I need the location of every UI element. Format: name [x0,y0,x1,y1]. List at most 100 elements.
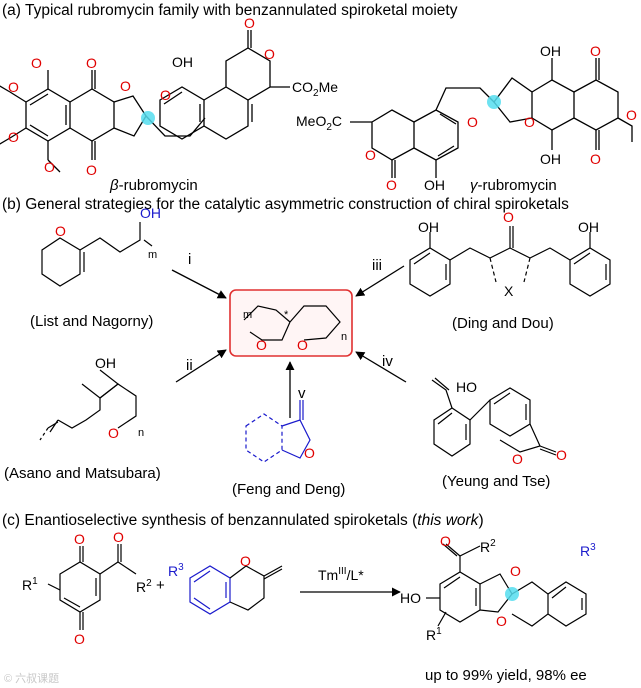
product-r1: R1 [426,626,442,643]
list-m: m [148,249,157,261]
svg-text:CO2Me: CO2Me [292,79,338,99]
svg-text:OH: OH [172,54,193,70]
quinone-o-top: O [74,531,85,547]
svg-text:O: O [590,151,601,167]
plus-sign: + [156,577,165,594]
beta-spiro-highlight [141,111,155,125]
chromene-structure [189,565,231,615]
quinone-r1: R1 [22,576,38,593]
target-o-left: O [256,337,267,353]
spiroketal-target-structure [243,305,341,341]
arrow-label-iv: iv [382,353,393,370]
product-spiro-highlight [505,587,519,601]
svg-text:OH: OH [540,151,561,167]
yeung-o-carbonyl: O [556,447,567,463]
product-o-ketone: O [440,533,451,549]
svg-text:O: O [244,15,255,31]
svg-text:OH: OH [540,43,561,59]
target-m: m [243,309,252,321]
strategy-arrows [171,265,407,418]
arrow-iv [355,351,407,383]
svg-text:O: O [160,87,171,103]
quinone-structure [47,544,137,630]
svg-text:O: O [467,114,478,130]
gamma-rubromycin-structure [350,58,633,178]
product-r2: R2 [480,538,496,555]
svg-text:O: O [86,55,97,71]
author-yeung-tse: (Yeung and Tse) [442,473,550,490]
beta-name: β-rubromycin [109,177,198,194]
ding-o: O [503,209,514,225]
ding-oh-right: OH [578,219,599,235]
arrow-ii [175,349,227,383]
author-feng-deng: (Feng and Deng) [232,481,345,498]
section-c-title-italic: this work [417,512,479,529]
asano-structure [39,369,137,441]
quinone-o-ketone: O [113,529,124,545]
author-asano-matsubara: (Asano and Matsubara) [4,465,161,482]
arrow-iii [355,265,405,297]
svg-text:O: O [8,79,19,95]
gamma-name: γ-rubromycin [470,177,557,194]
section-b-title: (b) General strategies for the catalytic… [2,196,569,213]
svg-text:MeO2C: MeO2C [296,113,342,133]
ding-x: X [504,283,514,299]
quinone-o-bottom: O [74,631,85,647]
beta-rubromycin-structure [0,30,290,173]
arrow-label-ii: ii [186,357,193,374]
author-ding-dou: (Ding and Dou) [452,315,554,332]
product-structure [426,543,587,627]
section-c-title-main: (c) Enantioselective synthesis of benzan… [2,512,418,529]
list-nagorny-structure [41,222,153,287]
ding-dou-structure [409,226,611,297]
asano-oh: OH [95,355,116,371]
section-c-title-end: ) [478,512,484,529]
gamma-spiro-highlight [487,95,501,109]
arrow-label-iii: iii [372,257,382,274]
svg-text:O: O [386,177,397,193]
spiroketal-target-box [229,289,353,357]
product-o-furan: O [496,613,507,629]
author-list-nagorny: (List and Nagorny) [30,313,153,330]
feng-o: O [304,445,315,461]
feng-deng-structure [245,400,311,463]
svg-text:OH: OH [424,177,445,193]
product-r3: R3 [580,542,596,559]
svg-text:O: O [264,46,275,62]
chromene-o: O [240,553,251,569]
list-oh: OH [140,205,161,221]
reagent-label: TmIII/L* [318,566,364,583]
svg-text:O: O [8,129,19,145]
arrow-label-i: i [188,251,191,268]
watermark: © 六叔课题 [4,671,59,685]
yeung-tse-structure [431,377,557,457]
svg-text:O: O [524,114,535,130]
yield-note: up to 99% yield, 98% ee [425,667,587,684]
svg-text:O: O [365,147,376,163]
product-o-pyran: O [510,563,521,579]
svg-text:O: O [86,162,97,178]
yeung-ho: HO [456,379,477,395]
target-star: * [284,309,289,321]
svg-text:O: O [626,107,637,123]
svg-text:O: O [31,55,42,71]
product-ho: HO [400,590,421,606]
list-o-ring: O [55,223,66,239]
svg-text:O: O [44,159,55,175]
arrow-label-v: v [298,385,306,402]
section-c-title: (c) Enantioselective synthesis of benzan… [2,512,484,530]
svg-text:O: O [590,43,601,59]
chromene-ring [229,565,283,611]
quinone-r2: R2 [136,578,152,595]
ding-oh-left: OH [418,219,439,235]
chromene-r3: R3 [168,562,184,579]
section-a-title: (a) Typical rubromycin family with benza… [2,2,458,19]
target-o-right: O [297,337,308,353]
beta-atoms: O O O O O O O O O O OH CO2Me [8,15,338,178]
yeung-o-ring: O [512,451,523,467]
svg-text:O: O [120,78,131,94]
target-n: n [341,331,347,343]
gamma-atoms: O O O O O O O OH OH OH MeO2C [296,43,637,193]
asano-o: O [108,425,119,441]
